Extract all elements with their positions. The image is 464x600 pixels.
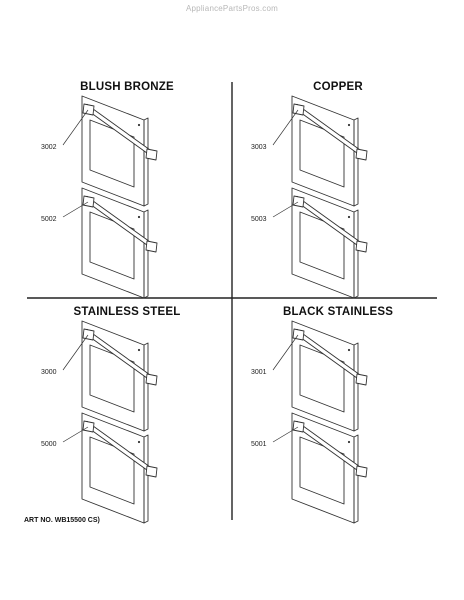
door-window [89,344,135,413]
screw-dot [347,123,351,127]
handle-end-cap [82,103,95,116]
part-label-lower: 5002 [41,216,57,223]
callout-leader-line [272,426,299,443]
quadrant-title-blush-bronze: BLUSH BRONZE [80,81,174,93]
door-window [299,436,345,505]
callout-leader-line [62,201,89,218]
screw-dot [137,215,141,219]
callout-leader-line [62,426,89,443]
handle-bar [296,331,364,381]
handle-end-cap [82,328,95,341]
door-side-edge [353,117,359,207]
screw-dot [347,215,351,219]
handle-bar [296,423,364,473]
handle-end-cap [355,373,368,386]
callout-leader-line [272,334,299,371]
handle-end-cap [355,240,368,253]
quadrant-diagram: 3000 5000 [41,320,158,524]
handle-bar [86,106,154,156]
door-side-edge [143,209,149,299]
callout-leader-line [62,334,89,371]
part-label-upper: 3000 [41,369,57,376]
art-number: ART NO. WB15500 CS) [24,517,100,524]
screw-dot [137,123,141,127]
screw-dot [137,440,141,444]
quadrant-title-black-stainless: BLACK STAINLESS [282,306,394,318]
quadrant-title-copper: COPPER [313,81,363,93]
callout-leader-line [62,109,89,146]
handle-bar [86,198,154,248]
door-window [299,344,345,413]
door-window [299,211,345,280]
screw-dot [347,348,351,352]
part-label-upper: 3002 [41,144,57,151]
watermark: AppliancePartsPros.com [186,4,278,13]
door-window [89,119,135,188]
handle-end-cap [355,148,368,161]
part-label-lower: 5000 [41,441,57,448]
door-window [89,211,135,280]
handle-end-cap [292,103,305,116]
handle-end-cap [292,328,305,341]
door-side-edge [143,342,149,432]
part-label-upper: 3003 [251,144,267,151]
handle-end-cap [82,195,95,208]
handle-bar [296,106,364,156]
quadrant-diagram: 3003 5003 [251,95,368,299]
quadrant-diagram: 3001 5001 [251,320,368,524]
handle-end-cap [145,465,158,478]
part-label-lower: 5001 [251,441,267,448]
handle-end-cap [145,148,158,161]
handle-bar [86,423,154,473]
handle-end-cap [355,465,368,478]
quadrant-title-stainless-steel: STAINLESS STEEL [73,306,181,318]
door-side-edge [353,434,359,524]
screw-dot [347,440,351,444]
handle-end-cap [292,420,305,433]
handle-bar [86,331,154,381]
part-label-upper: 3001 [251,369,267,376]
door-side-edge [143,434,149,524]
callout-leader-line [272,201,299,218]
door-window [89,436,135,505]
door-side-edge [143,117,149,207]
handle-bar [296,198,364,248]
door-side-edge [353,209,359,299]
handle-end-cap [82,420,95,433]
handle-end-cap [145,240,158,253]
handle-end-cap [292,195,305,208]
door-window [299,119,345,188]
handle-end-cap [145,373,158,386]
part-label-lower: 5003 [251,216,267,223]
screw-dot [137,348,141,352]
quadrant-diagram: 3002 5002 [41,95,158,299]
door-side-edge [353,342,359,432]
callout-leader-line [272,109,299,146]
